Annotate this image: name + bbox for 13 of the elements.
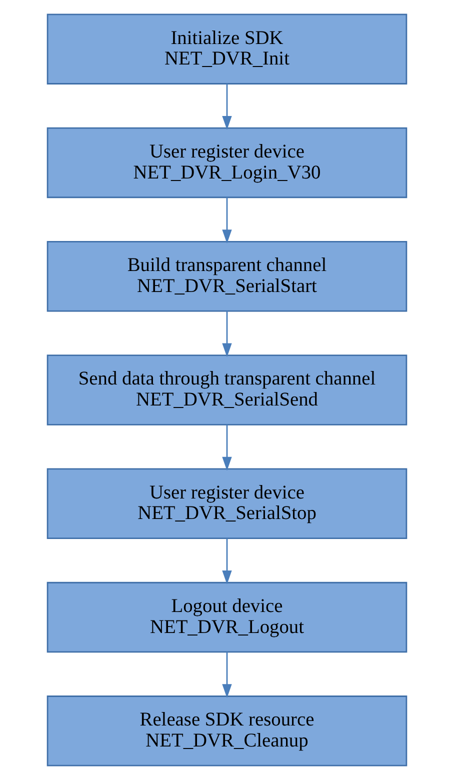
node-box: Build transparent channel NET_DVR_SerialStart [46, 241, 407, 312]
node-box: User register device NET_DVR_SerialStop [46, 468, 407, 539]
node-box: Release SDK resource NET_DVR_Cleanup [46, 696, 407, 766]
arrow [222, 424, 232, 471]
arrow [222, 652, 232, 698]
node-box: Logout device NET_DVR_Logout [46, 582, 407, 653]
arrow [222, 538, 232, 584]
arrow [222, 311, 232, 358]
arrow [222, 197, 232, 244]
node-box: Send data through transparent channel NET_DVR_SerialSend [46, 354, 407, 426]
node-box: User register device NET_DVR_Login_V30 [46, 127, 407, 198]
arrow [222, 84, 232, 130]
node-box: Initialize SDK NET_DVR_Init [46, 14, 407, 84]
